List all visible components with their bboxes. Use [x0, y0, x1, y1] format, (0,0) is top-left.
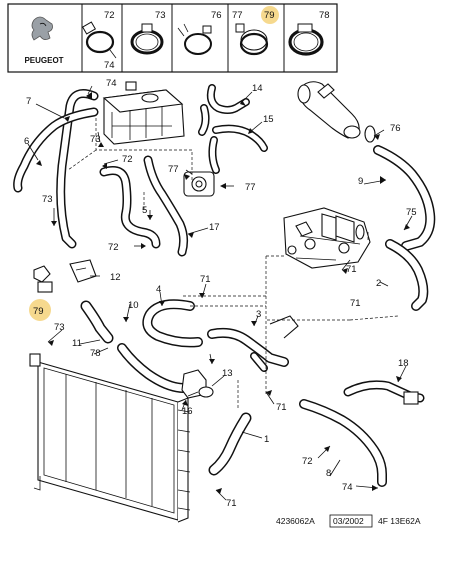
callout-8: 8: [326, 468, 331, 479]
water-outlet-housing: [297, 81, 376, 143]
hose-8: [299, 399, 387, 487]
header-label-78: 78: [319, 10, 330, 21]
footer-ref: 4236062A: [276, 516, 315, 526]
hose-11: [80, 300, 114, 344]
hose-4: [142, 299, 203, 348]
callout-15: 15: [263, 114, 274, 125]
callout-75: 75: [406, 207, 417, 218]
callout-74: 74: [342, 482, 353, 493]
callout-10: 10: [128, 300, 139, 311]
header-label-79: 79: [264, 10, 275, 21]
callout-71: 71: [350, 298, 361, 309]
callout-78: 78: [90, 348, 101, 359]
header-label-73: 73: [155, 10, 166, 21]
callout-1: 1: [264, 434, 269, 445]
pipe-18: [343, 380, 425, 405]
hose-15: [208, 124, 268, 174]
callout-73: 73: [54, 322, 65, 333]
reference-lines: [67, 118, 399, 408]
callout-74: 74: [106, 78, 117, 89]
callout-72: 72: [122, 154, 133, 165]
hose-10: [117, 343, 189, 393]
brand-name: PEUGEOT: [24, 56, 63, 65]
footer-code: 4F 13E62A: [378, 516, 421, 526]
header-label-76: 76: [211, 10, 222, 21]
callout-2: 2: [376, 278, 381, 289]
leader-lines: [27, 85, 413, 501]
hose-1: [208, 412, 252, 476]
expansion-tank: [102, 81, 185, 145]
callout-79: 79: [33, 306, 44, 317]
hose-6: [13, 107, 99, 193]
callout-5: 5: [142, 205, 147, 216]
callout-16: 16: [182, 406, 193, 417]
arrow-heads: [36, 92, 410, 494]
hose-3: [207, 315, 299, 372]
callout-76: 76: [390, 123, 401, 134]
callout-11: 11: [72, 338, 82, 349]
clamp-78-icon: [288, 23, 324, 56]
callout-71: 71: [200, 274, 211, 285]
callout-71: 71: [226, 498, 237, 509]
callout-18: 18: [398, 358, 409, 369]
callout-73: 73: [42, 194, 53, 205]
callout-77: 77: [168, 164, 179, 175]
callout-3: 3: [256, 309, 261, 320]
radiator: [29, 353, 191, 523]
coolant-flange-assembly: [283, 207, 371, 269]
callout-13: 13: [222, 368, 233, 379]
callout-14: 14: [252, 83, 263, 94]
callout-72: 72: [302, 456, 313, 467]
clamp-76-icon: [177, 23, 212, 55]
callout-4: 4: [156, 284, 161, 295]
callout-17: 17: [209, 222, 220, 233]
callout-72: 72: [108, 242, 119, 253]
header-label-74: 74: [104, 60, 115, 71]
callout-9: 9: [358, 176, 363, 187]
oil-cooler: [183, 171, 215, 197]
callout-6: 6: [24, 136, 29, 147]
callout-7: 7: [26, 96, 31, 107]
fitting-13: [187, 386, 214, 398]
bleed-screw-12: [69, 259, 97, 283]
hose-5: [99, 166, 161, 249]
callout-12: 12: [110, 272, 121, 283]
callout-71: 71: [276, 402, 287, 413]
hose-7: [56, 89, 99, 249]
clamp-72-icon: [81, 21, 117, 59]
callout-73: 73: [90, 134, 101, 145]
footer-reference: 4236062A 03/2002 4F 13E62A: [276, 514, 421, 528]
brand-logo: PEUGEOT: [10, 6, 78, 70]
clamp-73-icon: [130, 23, 164, 55]
hose-14: [198, 84, 250, 136]
callout-77: 77: [245, 182, 256, 193]
highlight-79-callout: [29, 299, 51, 321]
hose-2: [385, 239, 429, 311]
hose-9: [373, 145, 436, 251]
header-label-72: 72: [104, 10, 115, 21]
footer-date: 03/2002: [333, 516, 364, 526]
callout-71: 71: [346, 264, 357, 275]
clamp-79-icon: [235, 23, 269, 56]
sensor-79: [33, 265, 53, 293]
highlight-79-header: [261, 6, 279, 24]
hose-17: [143, 155, 189, 257]
header-label-77: 77: [232, 10, 243, 21]
